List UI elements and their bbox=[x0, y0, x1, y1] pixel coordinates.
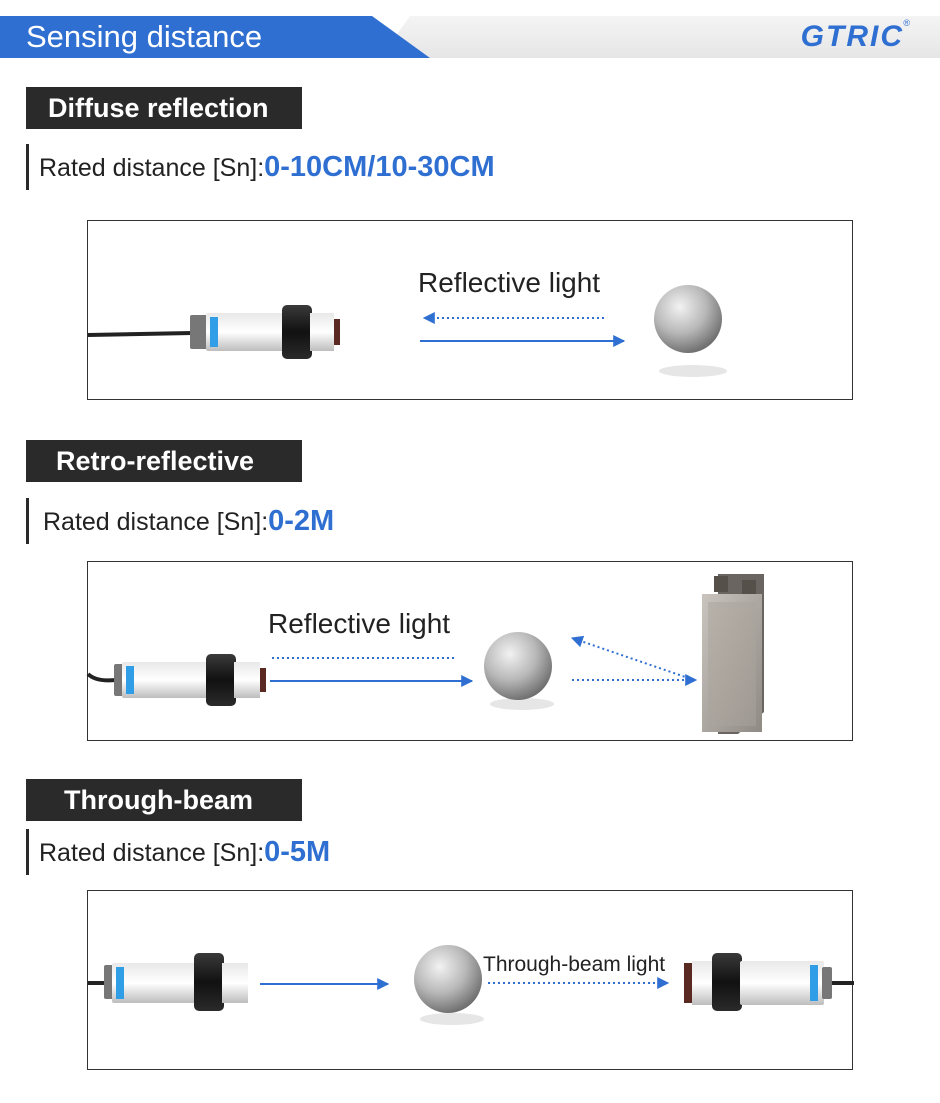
rated-distance-diffuse: Rated distance [Sn]:0-10CM/10-30CM bbox=[26, 144, 495, 190]
target-ball-icon bbox=[414, 945, 482, 1013]
diagram-diffuse: Reflective light bbox=[87, 220, 853, 400]
rated-label: Rated distance [Sn]: bbox=[39, 839, 265, 867]
from-reflector-arrow bbox=[570, 635, 695, 681]
rated-value: 0-5M bbox=[264, 836, 331, 868]
target-ball-icon bbox=[484, 632, 552, 700]
through-diagram-svg bbox=[88, 945, 854, 1025]
rated-distance-through: Rated distance [Sn]:0-5M bbox=[26, 829, 330, 875]
diagram-label: Reflective light bbox=[268, 608, 451, 639]
sensor-icon bbox=[114, 654, 266, 706]
section-title-diffuse: Diffuse reflection bbox=[26, 87, 302, 129]
rated-label: Rated distance [Sn]: bbox=[43, 508, 269, 536]
rated-label: Rated distance [Sn]: bbox=[39, 154, 265, 182]
diffuse-diagram-svg bbox=[87, 285, 727, 377]
ball-shadow bbox=[659, 365, 727, 377]
rated-value: 0-10CM/10-30CM bbox=[264, 151, 495, 183]
diagram-through: Through-beam light bbox=[87, 890, 854, 1070]
rated-value: 0-2M bbox=[268, 505, 335, 537]
section-title-retro: Retro-reflective bbox=[26, 440, 302, 482]
section-title-text: Retro-reflective bbox=[56, 446, 255, 476]
brand-registered-mark: ® bbox=[903, 18, 910, 28]
section-title-through: Through-beam bbox=[26, 779, 302, 821]
sensor-cable bbox=[86, 672, 117, 683]
header-title-band bbox=[0, 16, 430, 58]
sensor-icon bbox=[190, 305, 340, 359]
header-band bbox=[380, 16, 940, 58]
rated-distance-retro: Rated distance [Sn]:0-2M bbox=[26, 498, 334, 544]
emitter-sensor-icon bbox=[104, 953, 248, 1011]
reflector-icon bbox=[702, 574, 764, 734]
section-title-text: Diffuse reflection bbox=[48, 93, 269, 123]
ball-shadow bbox=[490, 698, 554, 710]
target-ball-icon bbox=[654, 285, 722, 353]
diagram-label: Through-beam light bbox=[483, 953, 666, 976]
diagram-label: Reflective light bbox=[418, 267, 601, 298]
ball-shadow bbox=[420, 1013, 484, 1025]
section-title-text: Through-beam bbox=[64, 785, 253, 815]
retro-diagram-svg bbox=[86, 574, 764, 734]
brand-logo: GTRIC bbox=[800, 20, 904, 53]
diagram-retro: Reflective light bbox=[86, 561, 853, 741]
receiver-sensor-icon bbox=[684, 953, 832, 1011]
sensor-cable bbox=[87, 331, 193, 337]
page-title: Sensing distance bbox=[26, 19, 263, 54]
